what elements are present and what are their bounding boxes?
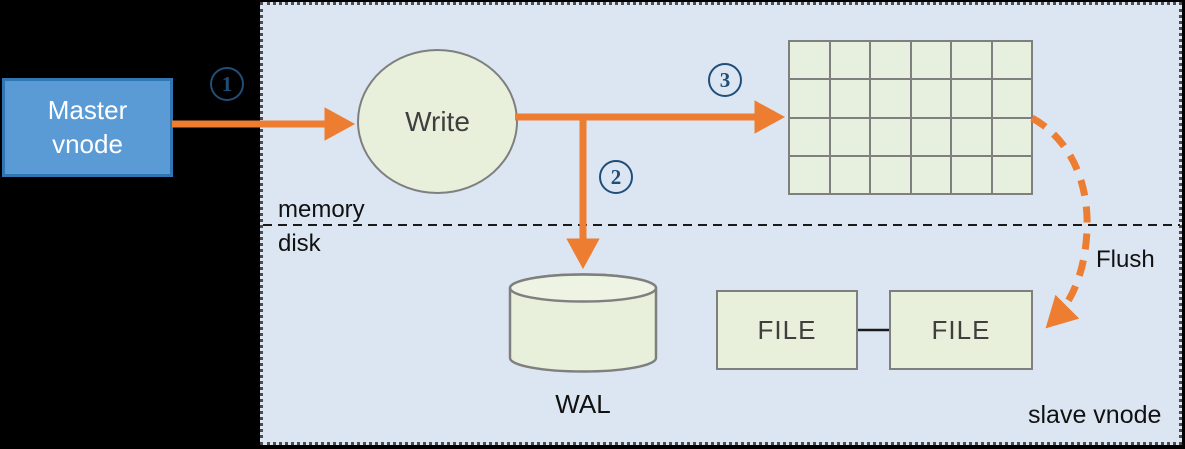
write-circle: Write	[357, 49, 518, 194]
grid-cell	[790, 118, 829, 155]
step-3-number: 3	[719, 67, 731, 92]
memtable-grid-cells	[790, 42, 1031, 193]
step-2-badge: 2	[599, 160, 633, 194]
master-vnode-box: Master vnode	[2, 78, 173, 177]
grid-cell	[911, 42, 950, 79]
memory-label: memory	[278, 196, 365, 223]
grid-cell	[911, 118, 950, 155]
step-2-number: 2	[610, 164, 622, 189]
step-1-badge: 1	[210, 67, 244, 101]
file-label: FILE	[931, 314, 991, 345]
grid-cell	[830, 118, 869, 155]
grid-cell	[790, 80, 829, 117]
grid-cell	[911, 156, 950, 193]
grid-cell	[992, 42, 1031, 79]
master-vnode-label-line2: vnode	[52, 128, 123, 159]
grid-cell	[871, 80, 910, 117]
grid-cell	[830, 80, 869, 117]
flush-label: Flush	[1096, 246, 1155, 273]
grid-cell	[952, 42, 991, 79]
step-1-number: 1	[221, 71, 233, 96]
grid-cell	[871, 118, 910, 155]
grid-cell	[952, 156, 991, 193]
file-box: FILE	[716, 290, 858, 370]
grid-cell	[992, 118, 1031, 155]
memtable-grid	[788, 40, 1033, 195]
grid-cell	[830, 156, 869, 193]
grid-cell	[871, 42, 910, 79]
file-box: FILE	[889, 290, 1033, 370]
grid-cell	[992, 156, 1031, 193]
grid-cell	[952, 118, 991, 155]
grid-cell	[790, 42, 829, 79]
grid-cell	[830, 42, 869, 79]
master-vnode-label-line1: Master	[47, 95, 128, 126]
grid-cell	[952, 80, 991, 117]
wal-label: WAL	[555, 389, 611, 419]
grid-cell	[790, 156, 829, 193]
grid-cell	[992, 80, 1031, 117]
write-label: Write	[405, 105, 470, 137]
step-3-badge: 3	[708, 63, 742, 97]
file-label: FILE	[757, 314, 817, 345]
disk-label: disk	[278, 230, 321, 257]
grid-cell	[871, 156, 910, 193]
slave-vnode-label: slave vnode	[1028, 401, 1162, 429]
grid-cell	[911, 80, 950, 117]
